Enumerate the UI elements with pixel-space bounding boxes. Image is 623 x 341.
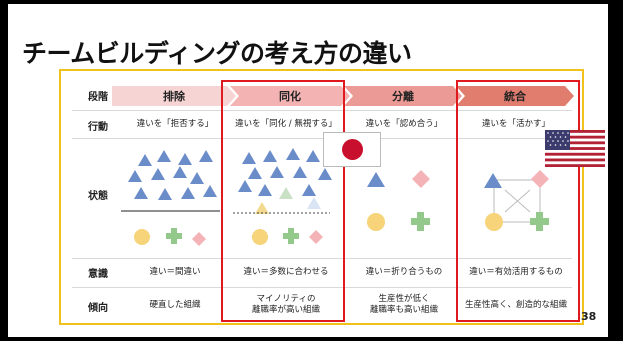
cross-shape [283,228,299,244]
triangle-shape [203,185,217,197]
tendency-line: 離職率も高い組織 [369,305,438,315]
triangle-shape [367,172,385,187]
highlight-box-integration [456,80,580,322]
triangle-shape [190,172,204,184]
action-integration: 違いを「活かす」 [481,119,550,129]
slide-title: チームビルディングの考え方の違い [22,39,412,68]
triangle-shape [199,150,213,162]
circle-shape [252,229,268,245]
row-divider [72,110,572,111]
triangle-shape [134,187,148,199]
tendency-separation: 生産性が低く 離職率も高い組織 [346,294,462,316]
triangle-shape [484,173,502,188]
circle-shape [485,213,503,231]
stage-name: 同化 [279,90,301,103]
stage-name: 分離 [392,90,414,103]
integration-illustration [484,170,549,231]
diamond-shape [309,230,323,244]
triangle-shape [270,166,284,178]
row-label-stage: 段階 [88,92,108,103]
triangle-shape [242,152,256,164]
row-label-state: 状態 [88,191,108,202]
action-exclusion: 違いを「拒否する」 [136,119,214,129]
row-label-action: 行動 [88,122,108,133]
chevron-shape [344,86,462,106]
row-divider [72,258,572,259]
triangle-shape [318,168,332,180]
triangle-shape [151,168,165,180]
stage-header-separation: 分離 [344,86,462,106]
awareness-assimilation: 違い＝多数に合わせる [243,267,329,277]
triangle-shape [158,188,172,200]
chevron-shape [456,86,574,106]
red-disc [342,139,363,160]
page-number: 38 [581,310,597,323]
tendency-line: 生産性が低く [378,294,430,304]
triangle-shape [178,153,192,165]
diamond-shape [192,232,206,246]
triangle-shape [263,150,277,162]
row-label-tendency: 傾向 [88,303,108,314]
highlight-box-assimilation [221,80,345,322]
action-separation: 違いを「認め合う」 [365,119,443,129]
circle-shape [134,229,150,245]
chevron-shape [230,86,350,106]
stage-name: 排除 [163,90,185,103]
tendency-line: 離職率が高い組織 [251,305,320,315]
tendency-integration: 生産性高く、創造的な組織 [464,300,567,310]
triangle-shape [238,180,252,192]
triangle-shape [306,150,320,162]
tendency-exclusion: 硬直した組織 [149,300,201,310]
triangle-shape [157,150,171,162]
stage-header-exclusion: 排除 [112,86,236,106]
triangle-shape [279,187,293,199]
triangle-shape [248,167,262,179]
diamond-shape [412,170,430,188]
diamond-shape [531,170,549,188]
triangle-shape [307,197,321,209]
connector-line [504,189,531,213]
triangle-shape [128,170,142,182]
awareness-integration: 違い＝有効活用するもの [469,267,563,277]
triangle-shape [293,166,307,178]
awareness-separation: 違い＝折り合うもの [365,267,443,277]
triangle-shape [181,187,195,199]
triangle-shape [138,154,152,166]
stage-name: 統合 [504,90,526,103]
action-assimilation: 違いを「同化 / 無視する」 [235,119,337,129]
triangle-shape [255,202,269,214]
assimilation-illustration [233,148,332,245]
row-divider [72,138,572,139]
separation-illustration [367,170,430,231]
tendency-line: マイノリティの [256,294,316,304]
stage-header-assimilation: 同化 [230,86,350,106]
stage-header-integration: 統合 [456,86,574,106]
exclusion-illustration [121,150,220,246]
triangle-shape [286,148,300,160]
awareness-exclusion: 違い＝間違い [149,267,201,277]
japan-flag-icon [323,132,381,167]
triangle-shape [258,184,272,196]
chevron-shape [112,86,236,106]
tendency-assimilation: マイノリティの 離職率が高い組織 [226,294,346,316]
row-divider [72,287,572,288]
row-label-awareness: 意識 [88,269,108,280]
triangle-shape [302,184,316,196]
cross-shape [530,212,549,231]
circle-shape [367,213,385,231]
triangle-shape [173,166,187,178]
cross-shape [166,228,182,244]
cross-shape [411,212,430,231]
usa-flag-icon [545,130,605,167]
